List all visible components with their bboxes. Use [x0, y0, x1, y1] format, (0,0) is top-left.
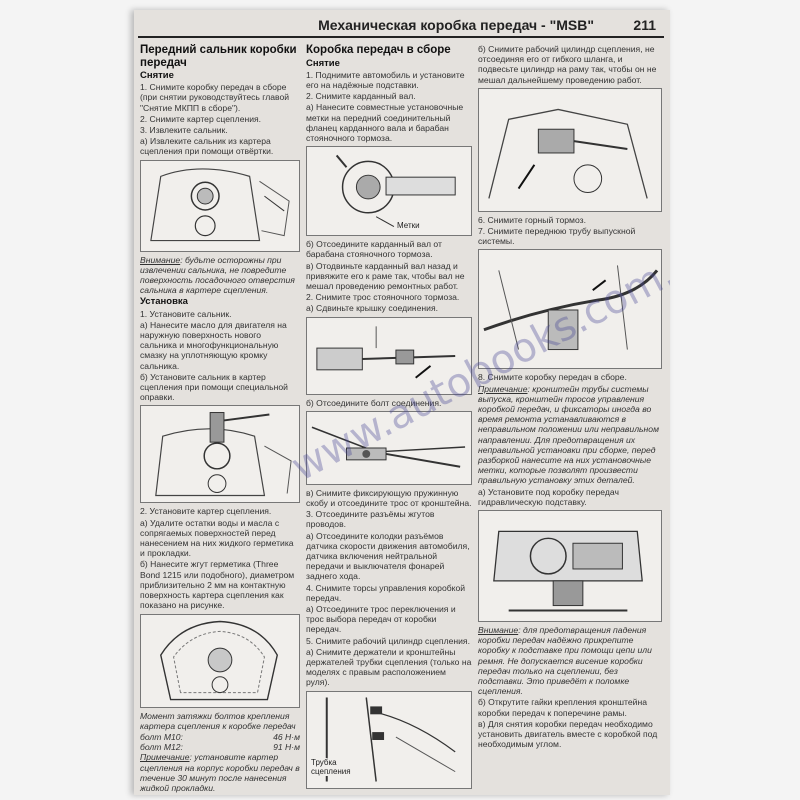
step-text: а) Снимите держатели и кронштейны держат… [306, 646, 472, 688]
page-number: 211 [633, 17, 656, 33]
step-text: 2. Установите картер сцепления. [140, 506, 272, 517]
step-text: 7. Снимите переднюю трубу выпускной сист… [478, 226, 636, 247]
figure-slave-cylinder [478, 87, 662, 212]
step-text: а) Нанесите масло для двигателя на наруж… [140, 319, 287, 371]
bolt-drawing [311, 426, 466, 468]
warning-note: Внимание: для предотвращения падения кор… [478, 625, 652, 697]
step-text: 3. Отсоедините разъёмы жгутов проводов. [306, 509, 435, 530]
column-front-seal: Передний сальник коробки передач Снятие … [140, 44, 300, 794]
step-text: б) Установите сальник в картер сцепления… [140, 371, 288, 403]
step-text: 6. Снимите горный тормоз. [478, 214, 586, 225]
step-text: 8. Снимите коробку передач в сборе. [478, 372, 627, 383]
figure-sealant [140, 613, 300, 708]
step-text: в) Снимите фиксирующую пружинную скобу и… [306, 487, 472, 508]
step-text: в) Отодвиньте карданный вал назад и прив… [306, 260, 465, 291]
removal-heading: Снятие [306, 57, 340, 69]
step-text: 1. Снимите коробку передач в сборе (при … [140, 82, 290, 113]
step-text: б) Отсоедините болт соединения. [306, 397, 442, 408]
figure-bolt [306, 410, 472, 485]
figure-label-clutch-tube: Трубка сцепления [311, 757, 351, 776]
page-header: Механическая коробка передач - "MSB" 211 [138, 14, 664, 38]
warning-note: Внимание: будьте осторожны при извлечени… [140, 254, 295, 296]
step-text: 2. Снимите картер сцепления. [140, 113, 262, 124]
step-text: в) Для снятия коробки передач необходимо… [478, 718, 658, 750]
torque-row: болт М12:91 Н·м [140, 742, 300, 753]
sealant-drawing [160, 620, 279, 700]
gearbox-note: Примечание: кронштейн трубы системы выпу… [478, 383, 659, 486]
step-text: 3. Извлеките сальник. [140, 125, 228, 136]
step-text: 2. Снимите карданный вал. [306, 91, 416, 102]
step-text: 4. Снимите торсы управления коробкой пер… [306, 582, 466, 603]
driveshaft-marks-drawing [335, 154, 456, 228]
section-title-front-seal: Передний сальник коробки передач [140, 44, 297, 69]
figure-hydraulic-jack [478, 510, 662, 623]
step-text: а) Отсоедините трос переключения и трос … [306, 603, 456, 635]
step-text: 5. Снимите рабочий цилиндр сцепления. [306, 635, 470, 646]
section-title-gearbox: Коробка передач в сборе [306, 44, 451, 56]
step-text: а) Отсоедините колодки разъёмов датчика … [306, 530, 470, 582]
step-text: б) Отсоедините карданный вал от барабана… [306, 239, 442, 260]
figure-seal-removal [140, 159, 300, 252]
header-title: Механическая коробка передач - "MSB" [318, 17, 594, 33]
step-text: а) Нанесите совместные установочные метк… [306, 102, 464, 143]
sealant-note: Примечание: установите картер сцепления … [140, 752, 300, 793]
figure-seal-install [140, 405, 300, 504]
torque-row: болт М10:46 Н·м [140, 731, 300, 742]
hydraulic-jack-drawing [493, 530, 643, 612]
figure-cable-cover [306, 316, 472, 395]
step-text: 1. Поднимите автомобиль и установите его… [306, 69, 465, 90]
figure-marks: Метки [306, 146, 472, 237]
install-heading: Установка [140, 296, 188, 308]
slave-cylinder-drawing [488, 108, 648, 199]
cable-cover-drawing [316, 325, 456, 379]
step-text: б) Открутите гайки крепления кронштейна … [478, 697, 648, 718]
step-text: 2. Снимите трос стояночного тормоза. [306, 292, 460, 303]
seal-removal-drawing [150, 168, 290, 241]
step-text: а) Извлеките сальник из картера сцеплени… [140, 136, 274, 157]
step-text: а) Установите под коробку передач гидрав… [478, 486, 619, 507]
step-text: а) Удалите остатки воды и масла с сопряг… [140, 517, 294, 559]
torque-title: Момент затяжки болтов крепления картера … [140, 710, 296, 731]
step-text: а) Сдвиньте крышку соединения. [306, 303, 439, 314]
clutch-tube-drawing [325, 697, 456, 782]
manual-page: Механическая коробка передач - "MSB" 211… [134, 10, 670, 795]
seal-install-drawing [155, 412, 292, 497]
removal-heading: Снятие [140, 70, 174, 81]
figure-exhaust-pipe [478, 249, 662, 370]
step-text: 1. Установите сальник. [140, 308, 232, 319]
figure-label-marks: Метки [397, 221, 420, 232]
column-gearbox-assembly: Коробка передач в сборе Снятие 1. Подним… [306, 44, 472, 792]
exhaust-pipe-drawing [483, 265, 659, 351]
column-continuation: б) Снимите рабочий цилиндр сцепления, не… [478, 44, 662, 751]
figure-clutch-tube: Трубка сцепления [306, 690, 472, 789]
step-text: б) Снимите рабочий цилиндр сцепления, не… [478, 44, 657, 85]
step-text: б) Нанесите жгут герметика (Three Bond 1… [140, 559, 295, 611]
